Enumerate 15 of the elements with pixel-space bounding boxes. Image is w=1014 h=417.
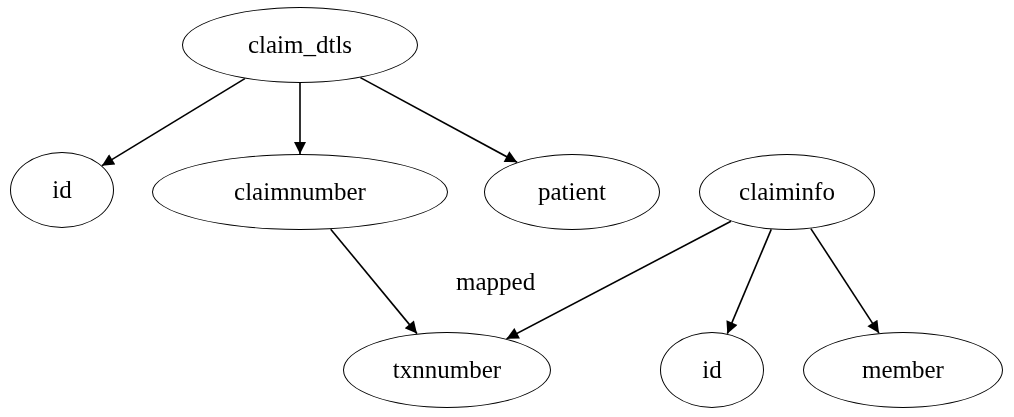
arrow — [359, 76, 518, 164]
node-label: txnnumber — [392, 356, 502, 384]
arrow — [505, 220, 732, 340]
arrow — [726, 228, 773, 335]
node-label: claimnumber — [234, 178, 366, 206]
node-label: claiminfo — [739, 178, 835, 206]
arrow — [294, 82, 306, 155]
arrow — [329, 228, 418, 335]
arrow — [101, 77, 246, 167]
node-label: id — [702, 356, 722, 384]
arrow — [810, 227, 880, 334]
node-label: id — [52, 176, 72, 204]
node-label: member — [862, 356, 944, 384]
node-label: claim_dtls — [247, 31, 353, 59]
node-label: patient — [538, 178, 606, 206]
